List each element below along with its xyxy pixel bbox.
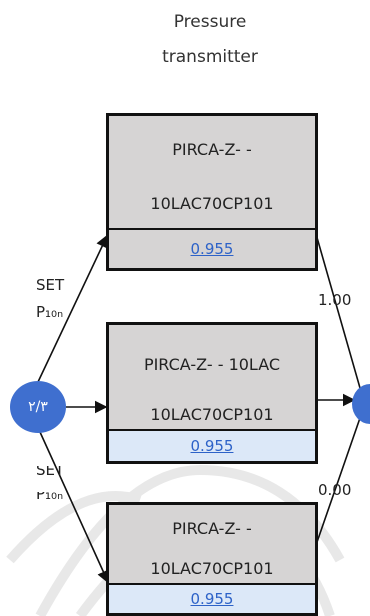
block-value[interactable]: 0.955 [109, 228, 315, 268]
block-tag: PIRCA-Z- - [172, 140, 252, 159]
set-label-bottom: SET [36, 466, 65, 479]
block-value[interactable]: 0.955 [109, 583, 315, 613]
diagram-title-line1: Pressure [173, 12, 247, 32]
voting-node[interactable]: ۲/۳ [10, 381, 66, 433]
transmitter-block-top[interactable]: PIRCA-Z- - 10LAC70CP101 0.955 [106, 113, 318, 271]
set-label-top: SET [36, 276, 65, 294]
block-kks: 10LAC70CP101 [150, 194, 274, 213]
block-kks: 10LAC70CP101 [150, 405, 274, 424]
link-to-top-block [37, 234, 109, 383]
block-tag: PIRCA-Z- - [172, 519, 252, 538]
transmitter-block-bottom[interactable]: PIRCA-Z- - 10LAC70CP101 0.955 [106, 502, 318, 616]
weight-bottom: 0.00 [318, 481, 352, 499]
transmitter-block-middle[interactable]: PIRCA-Z- - 10LAC 10LAC70CP101 0.955 [106, 322, 318, 464]
weight-top: 1.00 [318, 291, 352, 309]
block-tag: PIRCA-Z- - 10LAC [143, 355, 281, 374]
block-value[interactable]: 0.955 [109, 429, 315, 461]
p-label-bottom: P₁₀ₙ [36, 492, 64, 502]
p-label-top: P₁₀ₙ [36, 303, 64, 321]
link-bottom-to-right [315, 417, 361, 546]
link-to-bottom-block [39, 431, 110, 584]
block-kks: 10LAC70CP101 [150, 559, 274, 578]
output-node[interactable] [352, 384, 370, 424]
link-top-to-right [315, 233, 361, 389]
diagram-title-line2: transmitter [162, 47, 258, 67]
